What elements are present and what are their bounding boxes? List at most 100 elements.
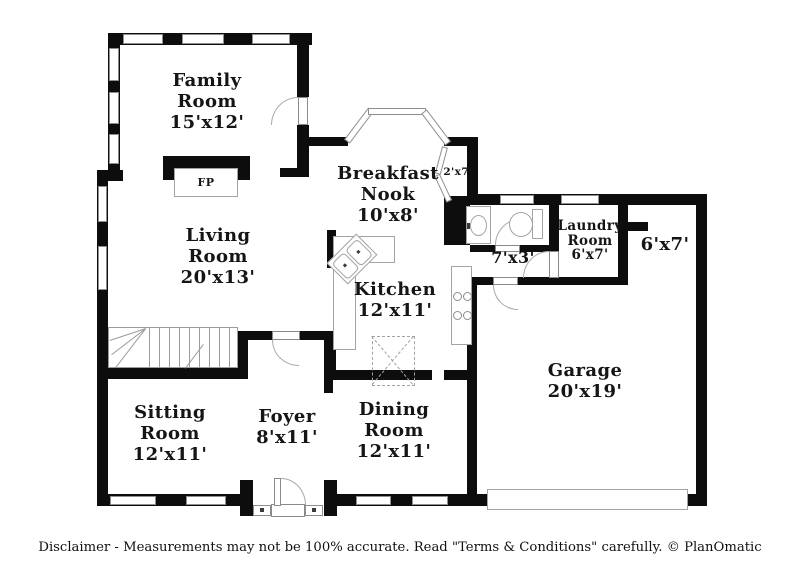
wall [549,196,559,251]
burner [463,311,472,320]
island-outline [372,336,415,386]
stair-tread [149,328,150,368]
stair-tread [179,328,180,368]
bay-window-right [421,109,451,146]
fireplace [237,156,250,180]
dim-label-7x3: 7'x3' [491,248,535,267]
garage-door [487,489,688,510]
window [98,186,107,222]
burner [463,292,472,301]
window [109,48,119,81]
laundry-door [549,251,559,278]
room-dims: 12'x11' [356,441,432,462]
room-dims: 20'x19' [547,381,623,402]
toilet-bowl [509,212,533,237]
stair-tread [159,328,160,368]
wall [327,370,432,380]
room-label-kitchen: Kitchen 12'x11' [335,279,455,321]
bay-window-center [368,108,426,115]
wall [97,170,123,181]
chimney-mass [444,196,470,245]
wall [297,33,309,97]
faucet-mark [467,223,470,229]
room-label-breakfast: Breakfast Nook 10'x8' [330,163,446,226]
window [186,496,226,505]
bathroom-door [495,245,520,252]
door-swing-arc [272,340,299,366]
room-name: Family Room [172,70,242,112]
window [109,92,119,124]
room-label-sitting: Sitting Room 12'x11' [115,402,225,465]
stair-tread [219,328,220,368]
room-label-garage: Garage 20'x19' [515,360,655,402]
window [356,496,391,505]
stair-tread [169,328,170,368]
room-name: Sitting Room [134,402,206,444]
room-dims: 12'x11' [357,300,433,321]
wall [240,480,253,516]
wall [324,331,333,393]
stair-tread [229,328,230,368]
room-name: Laundry Room [557,218,623,249]
fireplace-label: FP [197,176,215,189]
wall [696,194,707,506]
room-dims: 10'x8' [357,205,419,226]
wall [467,277,493,285]
toilet-tank [532,209,543,239]
room-label-foyer: Foyer 8'x11' [237,406,337,448]
room-name: Foyer [258,406,316,427]
window [98,246,107,290]
wall [300,137,348,146]
wall [470,245,495,252]
wall [520,245,550,252]
door-swing-arc [493,285,518,310]
window [109,134,119,164]
room-dims: 15'x12' [169,112,245,133]
fireplace-firebox [174,168,238,197]
family-room-door [298,97,308,125]
front-door [274,478,281,506]
room-name: Living Room [185,225,251,267]
wall [444,137,478,146]
room-label-laundry: Laundry Room 6'x7' [546,219,634,263]
wall [618,196,628,285]
room-label-dining: Dining Room 12'x11' [344,399,444,462]
burner [453,292,462,301]
wall [238,331,272,340]
dim-label-2x7: 2'x7' [443,166,473,178]
window [110,496,156,505]
burner [453,311,462,320]
wall [444,370,477,380]
disclaimer-text: Disclaimer - Measurements may not be 100… [38,540,762,555]
wall [238,331,248,379]
room-dims: 20'x13' [180,267,256,288]
fireplace [163,156,250,169]
window [561,195,599,204]
room-name: Kitchen [353,279,437,300]
fireplace [163,156,176,180]
garage-entry-door [493,277,518,285]
room-dims: 6'x7' [571,247,609,263]
stove [451,266,472,345]
foyer-hall-door [272,331,300,340]
room-label-living: Living Room 20'x13' [163,225,273,288]
window [182,34,224,44]
window [500,195,534,204]
sidelight-mark [312,508,316,512]
door-swing-arc [281,478,306,505]
wall [97,170,108,506]
stair-tread [209,328,210,368]
room-name: Dining Room [358,399,430,441]
wall [324,494,477,506]
wall [327,230,336,268]
wall [467,277,477,506]
wall [280,168,309,177]
wall [300,331,333,340]
window [123,34,163,44]
window [252,34,290,44]
sidelight-mark [260,508,264,512]
room-name: Breakfast Nook [337,163,439,205]
wall [297,125,309,177]
wall [467,137,478,199]
